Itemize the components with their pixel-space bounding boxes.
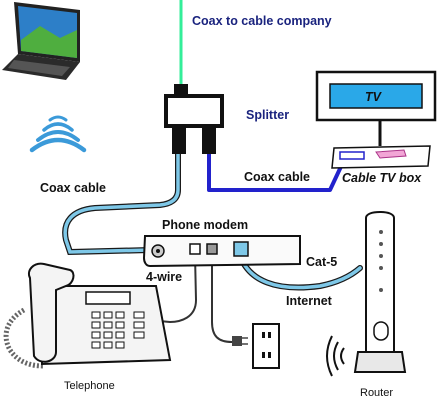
tv-label: TV [365, 90, 383, 104]
internet-label: Internet [286, 294, 333, 308]
laptop-icon [2, 2, 80, 80]
telephone-icon [3, 262, 172, 369]
telephone-label: Telephone [64, 380, 115, 392]
tv-icon [315, 70, 437, 122]
splitter-icon [164, 84, 224, 154]
wall-outlet-icon [252, 323, 280, 369]
four-wire-cable [147, 254, 198, 324]
coax-cable-right-label: Coax cable [244, 170, 310, 184]
cable-tv-box-icon [331, 145, 431, 169]
cat5-label: Cat-5 [306, 255, 337, 269]
router-label: Router [360, 387, 393, 399]
splitter-label: Splitter [246, 108, 289, 122]
router-wifi-icon [326, 335, 345, 377]
phone-modem-icon [142, 235, 301, 268]
power-cord [211, 252, 233, 343]
four-wire-label: 4-wire [146, 270, 182, 284]
coax-splitter-to-tvbox-cable [207, 152, 347, 192]
coax-cable-left-label: Coax cable [40, 181, 106, 195]
cable-tv-box-label: Cable TV box [342, 171, 422, 185]
phone-modem-label: Phone modem [162, 218, 248, 232]
laptop-wifi-icon [29, 115, 87, 153]
coax-to-company-label: Coax to cable company [192, 14, 332, 28]
router-icon [353, 210, 407, 373]
